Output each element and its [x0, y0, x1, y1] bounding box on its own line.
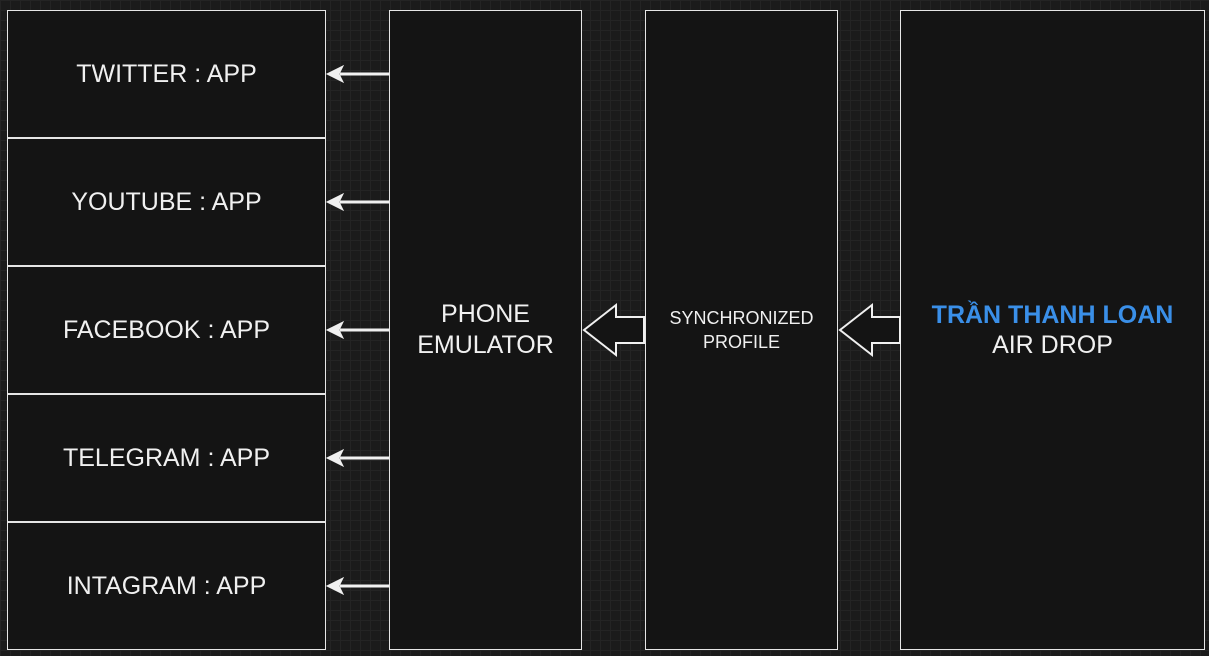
app-box-facebook: FACEBOOK : APP [7, 266, 326, 394]
airdrop-box: TRẦN THANH LOAN AIR DROP [900, 10, 1205, 650]
airdrop-label: AIR DROP [992, 331, 1113, 359]
block-arrow-airdrop-to-sync [838, 302, 901, 358]
synchronized-profile-box: SYNCHRONIZED PROFILE [645, 10, 838, 650]
arrow-to-facebook [325, 320, 389, 340]
arrow-to-instagram [325, 576, 389, 596]
app-box-telegram: TELEGRAM : APP [7, 394, 326, 522]
app-label-instagram: INTAGRAM : APP [66, 571, 267, 600]
airdrop-owner-name: TRẦN THANH LOAN [931, 301, 1174, 329]
synchronized-profile-line2: PROFILE [702, 332, 780, 352]
app-label-twitter: TWITTER : APP [76, 59, 257, 88]
app-box-instagram: INTAGRAM : APP [7, 522, 326, 650]
phone-emulator-line1: PHONE [441, 300, 530, 328]
block-arrow-sync-to-phone [582, 302, 645, 358]
arrow-to-telegram [325, 448, 389, 468]
synchronized-profile-line1: SYNCHRONIZED [669, 308, 814, 328]
app-box-youtube: YOUTUBE : APP [7, 138, 326, 266]
phone-emulator-box: PHONE EMULATOR [389, 10, 582, 650]
app-box-twitter: TWITTER : APP [7, 10, 326, 138]
arrow-to-youtube [325, 192, 389, 212]
phone-emulator-line2: EMULATOR [417, 331, 554, 359]
app-label-youtube: YOUTUBE : APP [71, 187, 262, 216]
arrow-to-twitter [325, 64, 389, 84]
app-label-facebook: FACEBOOK : APP [62, 315, 271, 344]
app-label-telegram: TELEGRAM : APP [62, 443, 270, 472]
